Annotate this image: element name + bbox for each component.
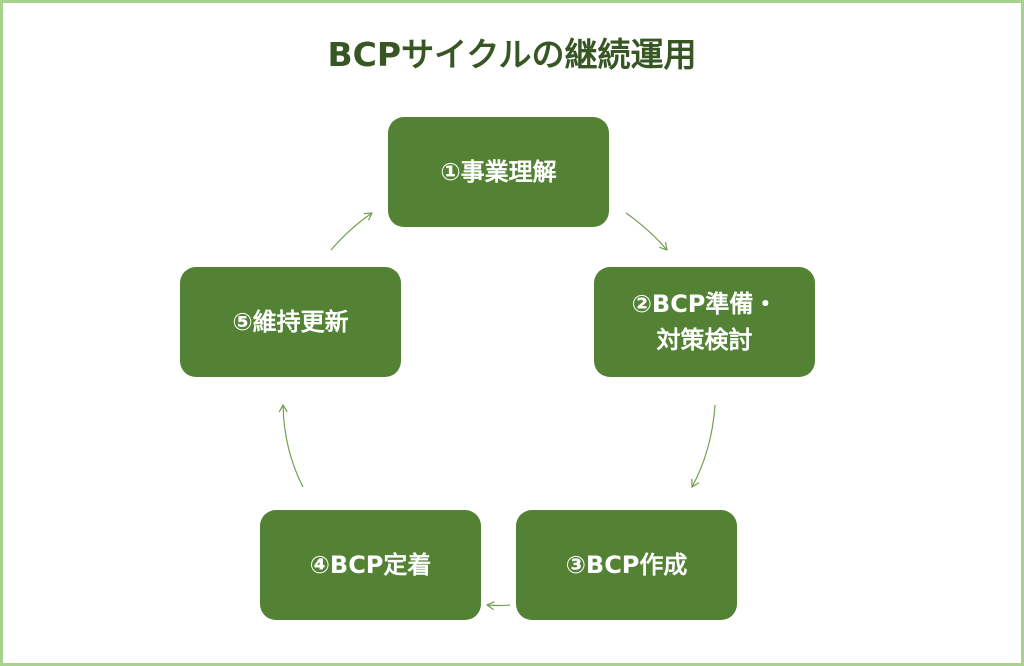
step-2-bcp-preparation: ②BCP準備・ 対策検討 xyxy=(594,267,815,377)
step-5-maintenance-update: ⑤維持更新 xyxy=(180,267,401,377)
arrow-1-to-2 xyxy=(625,212,668,251)
arrow-4-to-5 xyxy=(278,403,304,488)
step-4-bcp-establishment: ④BCP定着 xyxy=(260,510,481,620)
step-label: ⑤維持更新 xyxy=(232,308,349,336)
step-1-business-understanding: ①事業理解 xyxy=(388,117,609,227)
step-label: ③BCP作成 xyxy=(565,551,688,579)
step-3-bcp-creation: ③BCP作成 xyxy=(516,510,737,620)
diagram-title: BCPサイクルの継続運用 xyxy=(327,35,697,74)
arrow-5-to-1 xyxy=(330,212,373,251)
arrow-3-to-4 xyxy=(485,601,511,611)
arrow-2-to-3 xyxy=(691,404,716,489)
step-label: ④BCP定着 xyxy=(309,551,432,579)
step-label: ①事業理解 xyxy=(440,158,557,186)
step-label: ②BCP準備・ 対策検討 xyxy=(631,290,778,354)
